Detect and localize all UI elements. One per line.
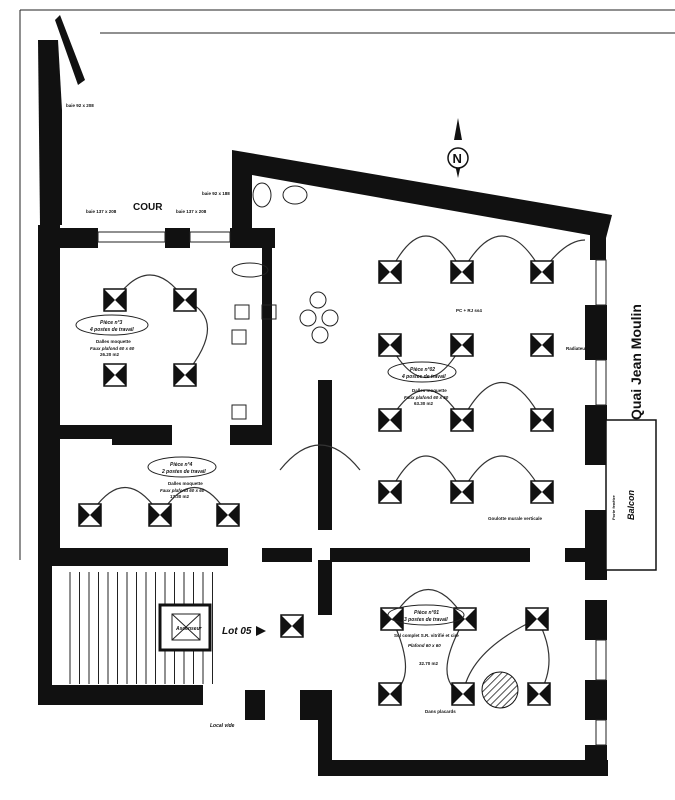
north-arrow: N <box>447 118 469 178</box>
light-fixture-icon <box>530 260 554 284</box>
room01-area: 32.70 m2 <box>419 661 439 666</box>
sanitary-fixtures <box>231 182 339 420</box>
light-fixture-icon <box>453 607 477 631</box>
light-fixture-icon <box>450 408 474 432</box>
window-label-1: baie 137 x 208 <box>86 209 117 214</box>
light-fixture-icon <box>216 503 240 527</box>
window-label-2: baie 137 x 208 <box>176 209 207 214</box>
room4-ceiling: Faux plafond 60 x 60 <box>160 488 205 493</box>
light-fixture-icon <box>530 480 554 504</box>
staircase <box>69 572 213 684</box>
light-fixture-icon <box>173 363 197 387</box>
room4-desc: 2 postes de travail <box>161 469 206 475</box>
room-label-oval <box>147 456 217 478</box>
local-label: Local vide <box>210 723 235 729</box>
room01-desc: 3 postes de travail <box>404 617 448 623</box>
elevator-car <box>171 613 201 641</box>
lot-label: Lot 05 <box>222 626 252 637</box>
courtyard-label: COUR <box>133 202 163 213</box>
light-fixture-icon <box>530 408 554 432</box>
room3-area: 26.20 m2 <box>100 352 120 357</box>
window-label-3: baie 92 x 188 <box>202 191 230 196</box>
room02-ceiling: Faux plafond 60 x 60 <box>404 395 449 400</box>
radiator-label: Radiateur <box>566 346 587 351</box>
room-label-oval <box>387 604 465 626</box>
light-fixture-icon <box>530 333 554 357</box>
entrance-arrow-icon <box>256 626 266 636</box>
room01-name: Pièce n°01 <box>414 610 439 616</box>
light-fixture-icon <box>103 363 127 387</box>
balcony-door-label: Porte fenêtre <box>611 495 616 520</box>
light-fixture-icon <box>527 682 551 706</box>
room3-desc: 4 postes de travail <box>89 327 134 333</box>
room01-floor: Sol complet S.R. vitrifié et ciré <box>394 633 459 638</box>
room-label-oval <box>75 314 149 336</box>
storage-label: Dans placards <box>425 709 456 714</box>
light-fixture-icon <box>378 333 402 357</box>
light-fixture-icon <box>148 503 172 527</box>
street-label: Quai Jean Moulin <box>628 304 644 420</box>
light-fixture-icon <box>450 260 474 284</box>
light-fixture-icon <box>450 480 474 504</box>
light-fixture-icon <box>78 503 102 527</box>
room02-floor: Dalles moquette <box>412 388 447 393</box>
light-fixture-icon <box>450 333 474 357</box>
light-fixture-icon <box>378 408 402 432</box>
column-hatched <box>481 671 519 709</box>
room02-area: 63.30 m2 <box>414 401 434 406</box>
light-fixture-icon <box>103 288 127 312</box>
light-fixture-icon <box>378 260 402 284</box>
room02-desc: 4 postes de travail <box>401 374 446 380</box>
light-fixture-icon <box>525 607 549 631</box>
north-label: N <box>453 151 462 166</box>
duct-label: Goulotte murale verticale <box>488 516 543 521</box>
light-fixture-icon <box>280 614 304 638</box>
elevator-label: Ascenseur <box>175 626 203 632</box>
room3-ceiling: Faux plafond 60 x 60 <box>90 346 135 351</box>
balcony <box>605 419 657 571</box>
light-fixtures <box>78 260 554 706</box>
room02-name: Pièce n°02 <box>410 367 435 373</box>
room4-name: Pièce n°4 <box>170 462 193 468</box>
room3-floor: Dalles moquette <box>96 339 131 344</box>
light-fixture-icon <box>173 288 197 312</box>
window-label-4: baie 92 x 208 <box>66 103 94 108</box>
room-label-oval <box>387 361 457 383</box>
room3-name: Pièce n°3 <box>100 320 123 326</box>
room4-area: 17.30 m2 <box>170 494 190 499</box>
room4-floor: Dalles moquette <box>168 481 203 486</box>
socket-label: PC + RJ ss4 <box>456 308 482 313</box>
walls <box>38 15 612 776</box>
light-fixture-icon <box>378 682 402 706</box>
light-fixture-icon <box>378 480 402 504</box>
elevator-shaft <box>158 603 212 652</box>
room01-ceiling: Plafond 60 x 60 <box>408 643 441 648</box>
balcony-label: Balcon <box>626 489 636 520</box>
light-fixture-icon <box>451 682 475 706</box>
